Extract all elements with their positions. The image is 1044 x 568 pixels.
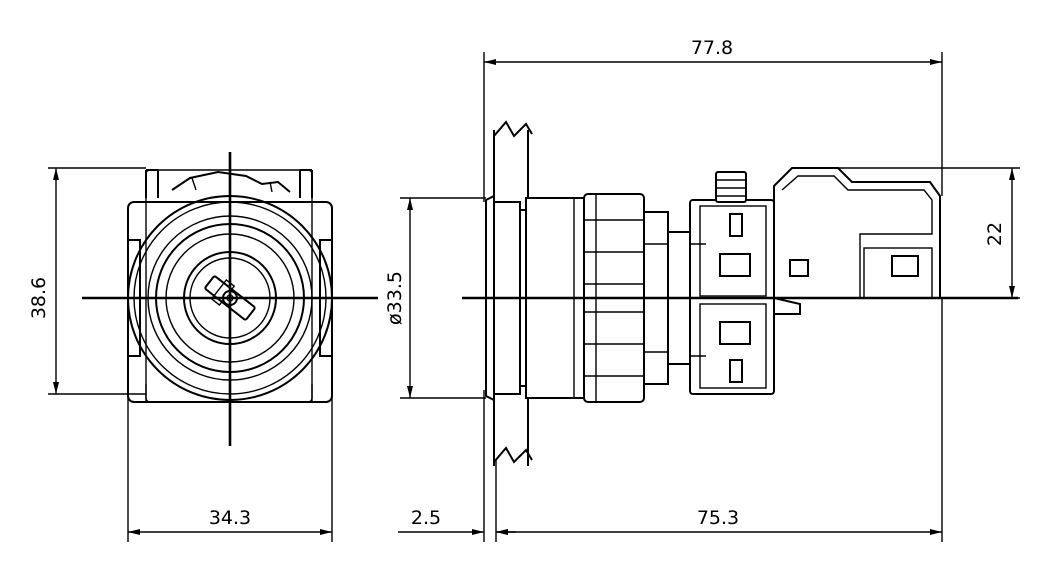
body-length-label: 75.3 xyxy=(697,507,739,529)
dim-bezel-diameter: ø33.5 xyxy=(384,197,486,399)
dim-bezel-thickness: 2.5 xyxy=(398,390,516,542)
overall-length-label: 77.8 xyxy=(691,37,733,59)
bezel-flange xyxy=(485,194,495,402)
dim-body-length: 75.3 xyxy=(496,298,943,542)
dim-front-height: 38.6 xyxy=(28,167,146,395)
terminal-cover xyxy=(773,167,941,299)
side-view xyxy=(462,120,1018,466)
front-view xyxy=(82,152,378,446)
front-height-label: 38.6 xyxy=(28,277,50,319)
bezel-diameter-label: ø33.5 xyxy=(384,271,406,325)
bezel-thickness-label: 2.5 xyxy=(411,507,441,529)
terminal-height-label: 22 xyxy=(984,222,1006,246)
front-width-label: 34.3 xyxy=(209,507,251,529)
dim-terminal-height: 22 xyxy=(838,167,1020,299)
dim-overall-length: 77.8 xyxy=(483,37,943,202)
dim-front-width: 34.3 xyxy=(127,356,333,542)
